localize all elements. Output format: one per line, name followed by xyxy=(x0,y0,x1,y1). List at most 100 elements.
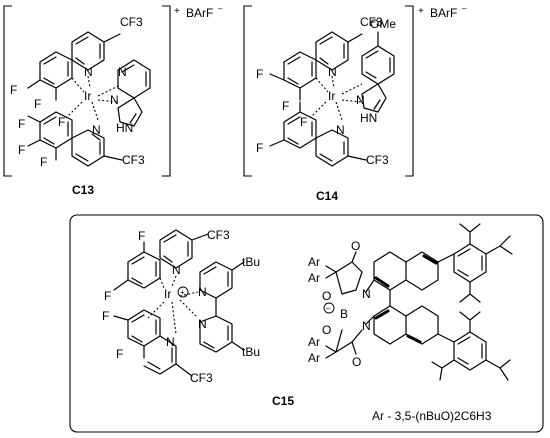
c15-naph-lower-wedges xyxy=(374,309,422,344)
c14-methoxyphenyl-ring xyxy=(361,45,395,85)
c15-bottom-aryl-inner xyxy=(131,314,157,343)
c15-trip-lower-link xyxy=(437,333,455,343)
c13-label: C13 xyxy=(72,183,94,197)
c15-borate-b: B xyxy=(340,307,348,321)
compound-c13: + BArF – CF3 N F F Ir N N HN F F F xyxy=(3,4,223,197)
c14-cf3-bond-top xyxy=(347,33,363,43)
c14-pyrazole-ring xyxy=(361,83,387,113)
c13-counterion: BArF xyxy=(186,6,213,20)
c13-cf3-bottom: CF3 xyxy=(122,153,145,167)
c13-bottom-pyridine-inner xyxy=(75,133,101,162)
c15-frame xyxy=(69,214,544,433)
c15-f3: F xyxy=(102,309,109,323)
c13-top-aryl-inner xyxy=(43,56,69,85)
c14-hn-pyrazole: HN xyxy=(360,111,377,125)
c15-n-amide2: N xyxy=(362,319,371,333)
c15-cf3-bond-bottom xyxy=(175,363,193,377)
c15-trip-upper-ring xyxy=(453,243,487,283)
c15-trip-lower-inner xyxy=(457,336,483,365)
c14-bottom-pyridine-inner xyxy=(319,141,345,162)
c15-o4: O xyxy=(352,355,361,369)
c13-pyrazole-inner xyxy=(129,113,137,124)
c13-pyridyl-inner xyxy=(121,64,147,87)
c14-cf3-bottom: CF3 xyxy=(366,153,389,167)
c13-top-aryl-f-bonds xyxy=(27,79,57,101)
c15-ar-definition: Ar - 3,5-(nBuO)2C6H3 xyxy=(372,409,492,423)
c15-top-aryl-inner xyxy=(131,256,157,285)
c13-bottom-aryl-inner xyxy=(43,116,69,145)
c14-cf3-bond-bottom xyxy=(347,155,367,161)
c13-cf3-bond-bottom xyxy=(103,155,123,161)
c15-n-amide1: N xyxy=(362,287,371,301)
c15-ar1: Ar xyxy=(308,255,320,269)
c13-right-bracket xyxy=(162,5,171,177)
c14-coordination-bonds xyxy=(309,75,363,121)
c15-o3: O xyxy=(322,323,331,337)
c15-top-aryl-f-bonds xyxy=(113,241,145,291)
c15-bipy-ring-bottom-inner xyxy=(203,325,229,349)
c13-hn-pyrazole: HN xyxy=(116,121,133,135)
c13-top-pyridine-inner xyxy=(75,36,101,65)
c15-trip-lower-ring xyxy=(453,331,487,371)
c13-f4: F xyxy=(18,143,25,157)
c14-f4: F xyxy=(300,115,307,129)
c15-ar4: Ar xyxy=(308,351,320,365)
c15-naph-lower-ring1 xyxy=(373,305,407,345)
c15-ar2: Ar xyxy=(308,271,320,285)
c15-borate-charge-circle xyxy=(323,302,335,314)
c15-tbu-bond-bottom xyxy=(231,341,245,351)
c13-f3: F xyxy=(18,117,25,131)
c15-cf3-bottom: CF3 xyxy=(190,371,213,385)
c15-f2: F xyxy=(104,289,111,303)
c15-metal: Ir xyxy=(164,287,171,301)
c15-top-pyridine-ring xyxy=(159,229,193,269)
c13-f1: F xyxy=(10,83,17,97)
c15-f1: F xyxy=(138,229,145,243)
c13-f5: F xyxy=(40,155,47,169)
compound-c15: CF3 N F F Ir + tBu N N tBu F F N xyxy=(69,214,544,433)
c15-bipy-ring-top-inner xyxy=(203,266,229,287)
c15-lower-ar-bonds xyxy=(325,345,337,359)
c13-bottom-aryl-f-bonds xyxy=(27,115,57,161)
c14-right-bracket xyxy=(405,5,414,177)
c14-label: C14 xyxy=(316,189,338,203)
c13-cf3-top: CF3 xyxy=(120,15,143,29)
c15-naph-upper-wedges xyxy=(374,254,438,288)
c14-pyrazole-inner xyxy=(373,99,381,110)
compound-c14: + BArF – CF3 N F F Ir OMe N HN F F xyxy=(243,4,467,203)
c13-plus-sign: + xyxy=(174,6,180,17)
c15-borate-charge: – xyxy=(326,304,331,313)
c14-metal: Ir xyxy=(328,89,335,103)
c14-n-bottom: N xyxy=(336,123,345,137)
c15-o2: O xyxy=(322,289,331,303)
c15-naph-n-bonds xyxy=(365,279,375,325)
c15-naph-upper-ring1 xyxy=(373,251,407,291)
c14-counterion-charge: – xyxy=(462,4,467,13)
c15-metal-charge-circle xyxy=(177,286,189,298)
c15-carbonyl-upper xyxy=(351,251,357,263)
c15-trip-upper-isopropyls xyxy=(459,223,513,303)
c15-cf3-bond-top xyxy=(191,233,209,241)
c13-pyrazole-ring xyxy=(117,97,143,127)
c14-top-aryl-f-bonds xyxy=(269,73,301,101)
c15-lower-dioxazolidinone xyxy=(335,329,363,355)
c15-n3: N xyxy=(198,317,207,331)
c14-bottom-aryl-f-bonds xyxy=(269,101,301,147)
c15-naph-upper-ring2 xyxy=(405,251,439,291)
c14-f2: F xyxy=(282,99,289,113)
c15-coordination-bonds xyxy=(147,275,199,335)
c13-pyridyl-ring xyxy=(117,59,151,99)
c14-cf3-top: CF3 xyxy=(360,15,383,29)
c13-n-pyrazole: N xyxy=(110,93,119,107)
c14-top-pyridine-inner xyxy=(319,36,345,65)
c15-n1: N xyxy=(172,263,181,277)
c15-ar3: Ar xyxy=(308,335,320,349)
c13-f6: F xyxy=(58,115,65,129)
c15-tbu-bottom: tBu xyxy=(242,345,260,359)
c14-bottom-aryl-inner xyxy=(287,116,313,145)
c13-f2: F xyxy=(34,97,41,111)
c13-coordination-bonds xyxy=(65,75,119,121)
c13-n-bottom: N xyxy=(92,123,101,137)
c15-bipy-ring-top xyxy=(199,261,233,299)
